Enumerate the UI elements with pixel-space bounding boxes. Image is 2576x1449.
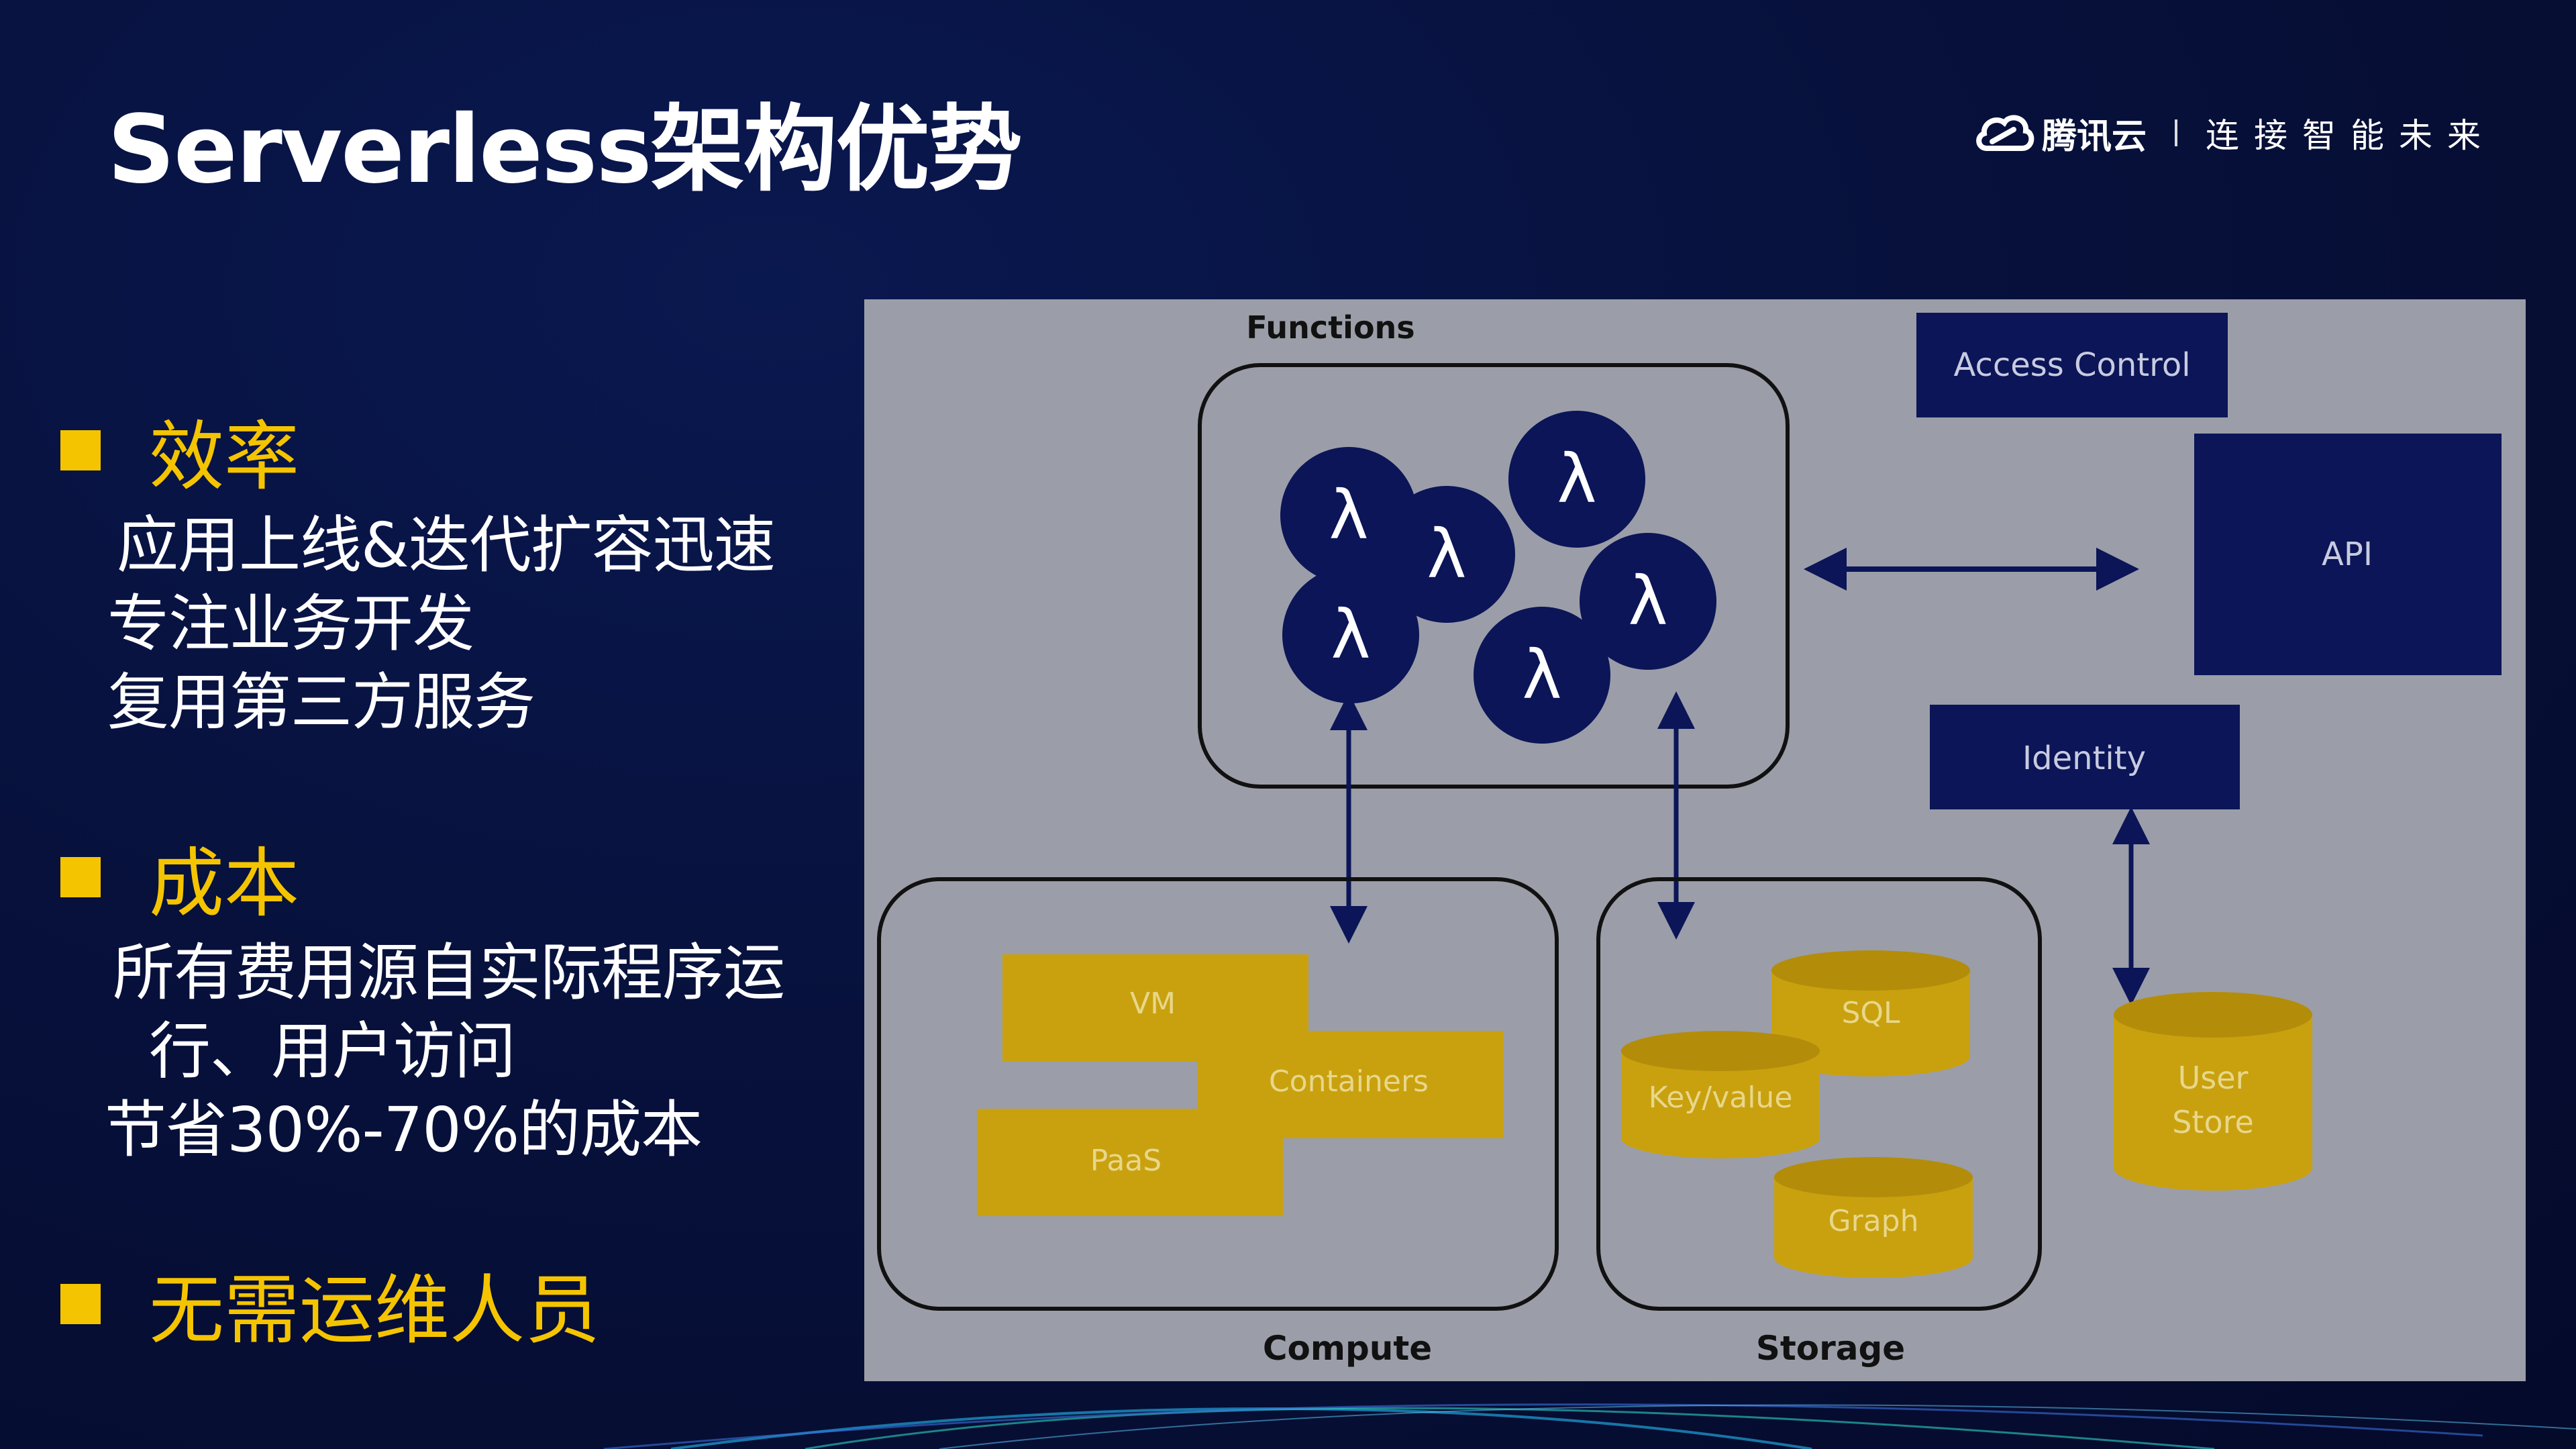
efficiency-line-2: 专注业务开发: [107, 588, 474, 660]
brand-divider: [2175, 119, 2177, 146]
cost-line-3: 节省30%-70%的成本: [105, 1094, 703, 1166]
bullet-square-icon: [60, 430, 101, 470]
access-control-box: Access Control: [1916, 313, 2228, 417]
svg-text:λ: λ: [1329, 476, 1368, 554]
bullet-square-icon: [60, 857, 101, 897]
architecture-diagram: Functions λ λ λ λ λ λ Access Con: [864, 299, 2526, 1381]
bullet-square-icon: [60, 1284, 101, 1324]
svg-text:API: API: [2322, 536, 2373, 573]
decorative-light-lines: [603, 1403, 2576, 1449]
compute-label: Compute: [1263, 1329, 1432, 1368]
key-value-database-icon: Key/value: [1621, 1031, 1820, 1158]
svg-text:λ: λ: [1557, 440, 1596, 518]
user-store-database-icon: User Store: [2114, 992, 2312, 1191]
sql-database-icon: SQL: [1771, 950, 1970, 1077]
brand-slogan: 连接智能未来: [2206, 116, 2495, 155]
svg-text:λ: λ: [1331, 595, 1370, 674]
compute-group-box: [877, 877, 1559, 1311]
tencent-cloud-logo-icon: [1976, 115, 2034, 151]
functions-label: Functions: [1246, 309, 1414, 346]
svg-text:λ: λ: [1427, 515, 1466, 593]
section-no-ops-heading: 无需运维人员: [60, 1250, 600, 1358]
svg-text:λ: λ: [1628, 562, 1667, 640]
svg-text:Graph: Graph: [1828, 1204, 1919, 1238]
storage-group-box: [1596, 877, 2042, 1311]
containers-box: Containers: [1197, 1031, 1503, 1138]
identity-box: Identity: [1930, 705, 2240, 809]
section-efficiency-heading: 效率: [60, 396, 299, 505]
svg-text:Store: Store: [2172, 1104, 2254, 1140]
lambda-function-2: λ: [1378, 486, 1515, 623]
svg-text:λ: λ: [1522, 636, 1561, 714]
lambda-function-5: λ: [1580, 533, 1716, 670]
section-cost-heading: 成本: [60, 823, 299, 932]
svg-text:User: User: [2178, 1060, 2249, 1096]
svg-text:SQL: SQL: [1841, 996, 1900, 1030]
svg-text:VM: VM: [1130, 987, 1176, 1021]
storage-label: Storage: [1756, 1329, 1905, 1368]
paas-box: PaaS: [977, 1109, 1283, 1216]
api-box: API: [2194, 434, 2502, 675]
page-title: Serverless架构优势: [107, 95, 1023, 205]
svg-text:Key/value: Key/value: [1649, 1081, 1793, 1115]
functions-group-box: [1198, 363, 1790, 789]
lambda-function-6: λ: [1474, 607, 1610, 744]
svg-text:Containers: Containers: [1269, 1064, 1429, 1099]
brand-name: 腾讯云: [2041, 116, 2147, 157]
efficiency-line-3: 复用第三方服务: [107, 666, 535, 738]
graph-database-icon: Graph: [1774, 1157, 1973, 1278]
lambda-function-3: λ: [1282, 566, 1419, 703]
cost-line-2: 行、用户访问: [149, 1015, 516, 1087]
svg-text:PaaS: PaaS: [1090, 1144, 1162, 1178]
brand-header: 腾讯云 连接智能未来: [1973, 106, 2495, 160]
svg-text:Identity: Identity: [2022, 740, 2146, 777]
lambda-function-4: λ: [1508, 411, 1645, 548]
svg-text:Access Control: Access Control: [1953, 346, 2190, 384]
efficiency-line-1: 应用上线&迭代扩容迅速: [117, 509, 776, 581]
cost-line-1: 所有费用源自实际程序运: [113, 937, 785, 1009]
